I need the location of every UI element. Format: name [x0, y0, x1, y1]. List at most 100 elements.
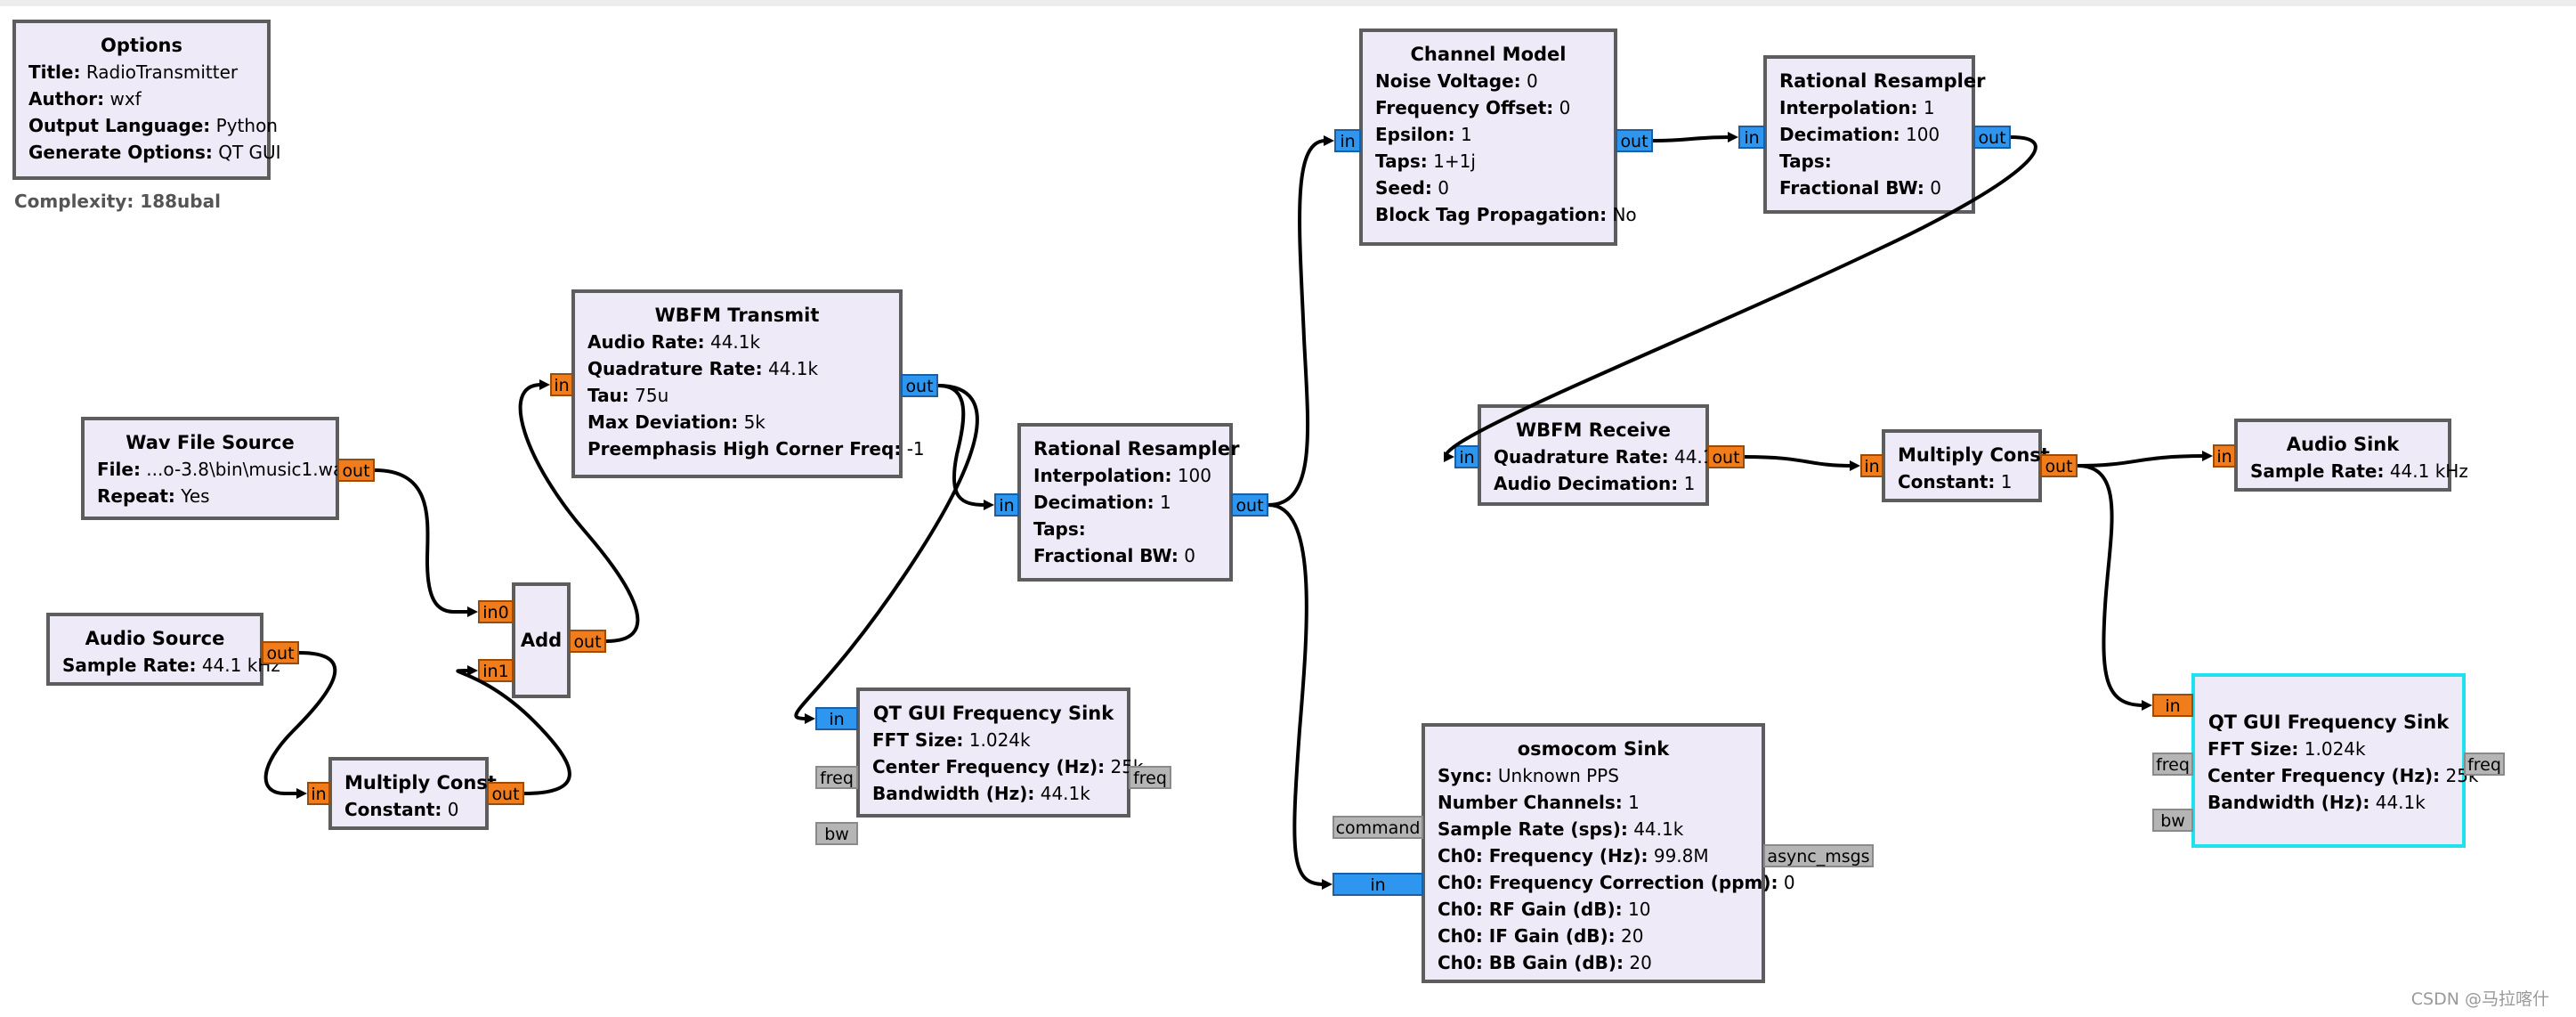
mult2-in-port[interactable]: in — [1860, 454, 1883, 477]
wire-wbfm-rx-to-mult2 — [1744, 455, 1852, 468]
arrow-head — [2142, 700, 2152, 711]
freqsink1-freq-out-port[interactable]: freq — [1129, 766, 1171, 789]
block-title: Options — [101, 35, 182, 56]
param-key: Tau: — [587, 385, 629, 406]
param-key: Frequency Offset: — [1375, 97, 1554, 118]
osmocom-in-port[interactable]: in — [1333, 873, 1423, 896]
param-key: Center Frequency (Hz): — [2207, 765, 2441, 786]
freqsink1-in-port[interactable]: in — [815, 707, 858, 730]
param-row: Preemphasis High Corner Freq: -1 — [587, 435, 925, 462]
param-value: No — [1612, 204, 1637, 225]
add-out-port[interactable]: out — [569, 630, 606, 653]
wire-mult2-to-freqsink2 — [2077, 464, 2144, 707]
param-value: 75u — [635, 385, 669, 406]
resampler2-out-port[interactable]: out — [1973, 126, 2011, 149]
param-row: Frequency Offset: 0 — [1375, 94, 1601, 121]
freqsink2-freq-port[interactable]: freq — [2152, 753, 2193, 776]
param-row: Interpolation: 1 — [1779, 94, 1959, 121]
freqsink2-freq-out-port[interactable]: freq — [2464, 753, 2505, 776]
block-title: QT GUI Frequency Sink — [872, 703, 1114, 724]
osmocom-async-msgs-port[interactable]: async_msgs — [1763, 844, 1874, 867]
mult1-in-port[interactable]: in — [307, 782, 330, 805]
audio-source-out-port[interactable]: out — [262, 641, 299, 664]
freqsink2-bw-port[interactable]: bw — [2152, 809, 2193, 832]
param-value: 44.1 kHz — [2389, 460, 2468, 482]
param-value: 1 — [1923, 97, 1935, 118]
mult2-out-port[interactable]: out — [2040, 454, 2078, 477]
param-row: Bandwidth (Hz): 44.1k — [2207, 789, 2450, 816]
freqsink1-freq-port[interactable]: freq — [815, 766, 858, 789]
param-key: Fractional BW: — [1033, 545, 1179, 566]
param-value: 1.024k — [2304, 738, 2366, 760]
resampler2-in-port[interactable]: in — [1738, 126, 1765, 149]
param-key: File: — [97, 459, 141, 480]
wire-resampler2-to-wbfm-rx — [1444, 135, 2037, 458]
param-value: 0 — [1930, 177, 1941, 199]
param-value: 99.8M — [1653, 845, 1709, 866]
param-row: Decimation: 1 — [1033, 489, 1217, 516]
param-value: 1 — [1683, 473, 1696, 494]
param-row: Taps: 1+1j — [1375, 148, 1601, 175]
wire-resampler1-to-osmocom — [1268, 503, 1324, 886]
resampler1-in-port[interactable]: in — [994, 493, 1019, 517]
wbfm-tx-in-port[interactable]: in — [550, 373, 573, 396]
param-value: 44.1k — [1633, 818, 1684, 840]
param-key: Seed: — [1375, 177, 1432, 199]
channel-in-port[interactable]: in — [1334, 129, 1361, 152]
wire-add-to-wbfm-tx — [518, 383, 640, 643]
audio-sink-in-port[interactable]: in — [2213, 444, 2236, 468]
add-block[interactable]: Add — [512, 582, 571, 698]
param-row: Center Frequency (Hz): 25k — [872, 753, 1144, 780]
wbfm-rx-in-port[interactable]: in — [1454, 445, 1479, 468]
param-key: Sample Rate: — [2250, 460, 2385, 482]
param-value: 1 — [1628, 792, 1640, 813]
param-value: Yes — [181, 485, 210, 507]
freqsink1-bw-port[interactable]: bw — [815, 822, 858, 845]
arrow-head — [1728, 132, 1738, 142]
param-value: RadioTransmitter — [85, 61, 239, 83]
param-value: 100 — [1177, 465, 1212, 486]
param-key: Sample Rate: — [62, 655, 197, 676]
param-row: Constant: 1 — [1898, 468, 2026, 495]
wbfm-rx-out-port[interactable]: out — [1707, 445, 1745, 468]
param-row: Tau: 75u — [587, 382, 887, 409]
wbfm-tx-out-port[interactable]: out — [901, 374, 938, 397]
resampler1-out-port[interactable]: out — [1231, 493, 1268, 517]
param-key: Title: — [28, 61, 81, 83]
param-key: Ch0: Frequency (Hz): — [1438, 845, 1648, 866]
param-value: 10 — [1628, 899, 1651, 920]
param-key: Sample Rate (sps): — [1438, 818, 1628, 840]
freqsink2-in-port[interactable]: in — [2152, 694, 2193, 717]
param-value: 100 — [1905, 124, 1940, 145]
param-row: Audio Rate: 44.1k — [587, 329, 887, 355]
channel-out-port[interactable]: out — [1616, 129, 1653, 152]
param-key: FFT Size: — [2207, 738, 2299, 760]
param-key: Max Deviation: — [587, 411, 739, 433]
param-row: Quadrature Rate: 44.1k — [587, 355, 887, 382]
param-key: Ch0: BB Gain (dB): — [1438, 952, 1624, 973]
osmocom-command-port[interactable]: command — [1333, 816, 1423, 839]
add-in1-port[interactable]: in1 — [478, 659, 514, 682]
add-in0-port[interactable]: in0 — [478, 600, 514, 623]
arrow-head — [2202, 451, 2213, 461]
mult1-out-port[interactable]: out — [487, 782, 524, 805]
param-key: Repeat: — [97, 485, 175, 507]
param-row: FFT Size: 1.024k — [2207, 736, 2450, 762]
arrow-head — [1444, 452, 1454, 462]
wav-out-port[interactable]: out — [337, 459, 375, 482]
param-value: 1+1j — [1433, 151, 1476, 172]
